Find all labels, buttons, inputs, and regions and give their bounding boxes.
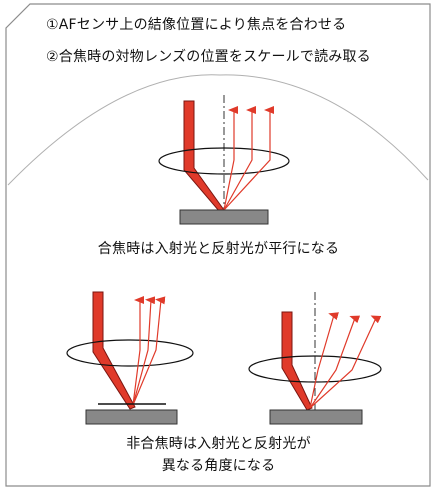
sample-stage-3 [269,409,363,425]
caption-focused: 合焦時は入射光と反射光が平行になる [97,241,340,257]
reflected-beam-2b [132,296,156,406]
objective-lens-2 [66,339,194,367]
reflected-beam-3a [309,312,339,409]
reflected-beam-1a [223,106,238,211]
sample-stage-1 [179,209,269,225]
reflected-beam-3c [309,315,382,409]
caption-unfocused-line1: 非合焦時は入射光と反射光が [126,436,311,452]
reflected-beam-2c [132,296,166,406]
reflected-beam-3b [309,315,361,409]
caption-unfocused-line2: 異なる角度になる [161,458,276,474]
unfocused-diagram-left [66,291,194,425]
header-arc [7,74,429,186]
reflected-beam-1c [223,106,274,211]
instruction-line-1: ①AFセンサ上の結像位置により焦点を合わせる [46,17,347,33]
unfocused-diagram-right [248,292,382,425]
incident-beam-3 [281,311,313,411]
incident-beam-2 [92,291,136,410]
focused-diagram [158,95,290,225]
reflected-beam-1b [223,106,256,211]
instruction-line-2: ②合焦時の対物レンズの位置をスケールで読み取る [46,49,371,65]
objective-lens-1 [158,147,290,175]
reflected-beam-2a [132,296,144,406]
sample-stage-2 [85,409,178,425]
